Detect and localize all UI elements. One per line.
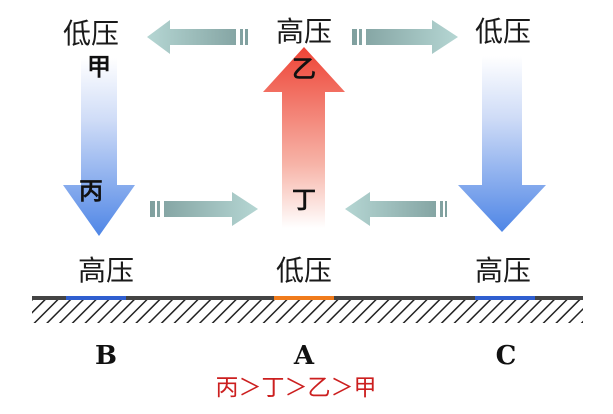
bottom-left-flow-arrow [150, 192, 258, 226]
pressure-top-right: 低压 [475, 15, 531, 48]
point-jia: 甲 [87, 53, 111, 81]
mark-a [274, 296, 334, 300]
point-bing: 丙 [79, 177, 103, 205]
bottom-right-flow-arrow [345, 192, 447, 226]
center-rising-arrow [263, 47, 345, 228]
top-right-flow-arrow [352, 20, 458, 54]
pressure-bottom-center: 低压 [276, 254, 332, 287]
location-c: C [496, 341, 517, 371]
location-b: B [95, 341, 117, 371]
top-left-flow-arrow [147, 20, 248, 54]
location-a: A [293, 341, 315, 371]
mark-b [66, 296, 126, 300]
pressure-bottom-right: 高压 [475, 254, 531, 287]
mark-c [475, 296, 535, 300]
pressure-order-result: 丙＞丁＞乙＞甲 [216, 375, 377, 401]
left-descending-arrow [63, 58, 135, 236]
ground-surface [32, 296, 583, 323]
point-yi: 乙 [292, 55, 316, 83]
pressure-bottom-left: 高压 [78, 254, 134, 287]
point-ding: 丁 [292, 186, 316, 214]
pressure-top-center: 高压 [276, 15, 332, 48]
pressure-top-left: 低压 [63, 17, 119, 50]
right-descending-arrow [458, 56, 546, 232]
